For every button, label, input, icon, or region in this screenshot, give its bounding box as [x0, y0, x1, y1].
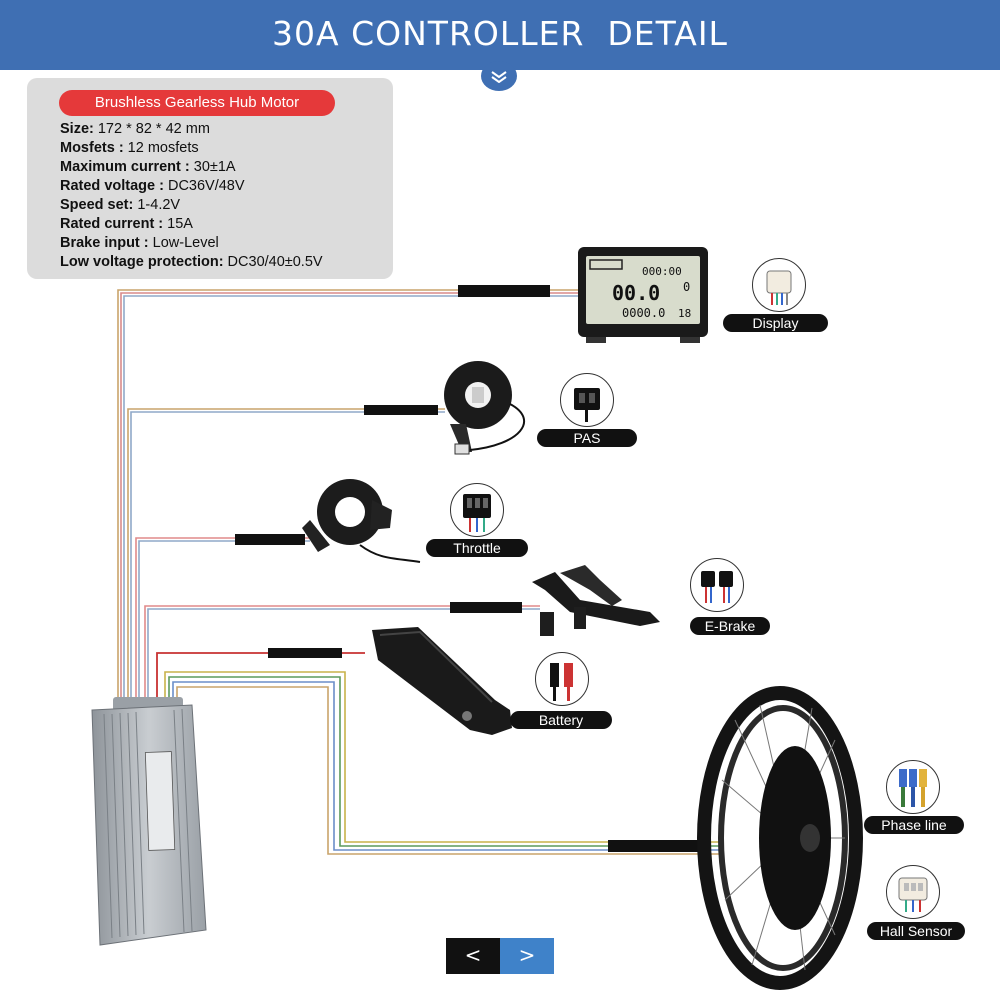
ebrake-lever	[532, 565, 660, 636]
battery-label: Battery	[510, 711, 612, 729]
ebrake-connector-icon	[690, 558, 744, 612]
throttle-label: Throttle	[426, 539, 528, 557]
lcd-display: 000:00 00.0 0 0000.0 18	[578, 247, 708, 343]
lcd-speed: 00.0	[612, 281, 660, 305]
header-bar	[0, 0, 1000, 70]
hall-sensor-label: Hall Sensor	[867, 922, 965, 940]
battery-pack	[372, 627, 512, 735]
spec-panel: Brushless Gearless Hub Motor Size: 172 *…	[27, 78, 393, 279]
spec-row-mosfets: Mosfets : 12 mosfets	[60, 140, 199, 156]
display-connector-icon	[752, 258, 806, 312]
ebrake-label: E-Brake	[690, 617, 770, 635]
spec-row-speed-set: Speed set: 1-4.2V	[60, 197, 181, 213]
display-label: Display	[723, 314, 828, 332]
spec-row-rated-voltage: Rated voltage : DC36V/48V	[60, 178, 245, 194]
ebrake-wire	[144, 602, 540, 705]
battery-connector-icon	[535, 652, 589, 706]
chevron-down-icon[interactable]	[481, 61, 517, 91]
lcd-time: 000:00	[642, 265, 682, 278]
pas-sensor	[444, 361, 525, 455]
phase-line-connector-icon	[886, 760, 940, 814]
spec-badge: Brushless Gearless Hub Motor	[59, 90, 335, 116]
display-wire	[117, 285, 578, 705]
throttle-wire	[135, 534, 310, 705]
motor-wire	[164, 671, 720, 855]
battery-wire	[156, 648, 365, 705]
pas-label: PAS	[537, 429, 637, 447]
spec-row-rated-current: Rated current : 15A	[60, 216, 193, 232]
controller-box	[91, 697, 207, 946]
hub-motor-wheel	[697, 686, 863, 990]
throttle-part	[302, 479, 421, 563]
lcd-odo: 0000.0	[622, 306, 665, 320]
pas-wire	[127, 405, 445, 705]
throttle-connector-icon	[450, 483, 504, 537]
prev-button[interactable]: <	[446, 938, 500, 974]
phase-line-label: Phase line	[864, 816, 964, 834]
spec-row-max-current: Maximum current : 30±1A	[60, 159, 236, 175]
spec-row-size: Size: 172 * 82 * 42 mm	[60, 121, 210, 137]
hall-sensor-connector-icon	[886, 865, 940, 919]
next-button[interactable]: >	[500, 938, 554, 974]
spec-row-low-voltage: Low voltage protection: DC30/40±0.5V	[60, 254, 323, 270]
lcd-assist: 18	[678, 307, 691, 320]
pas-connector-icon	[560, 373, 614, 427]
spec-row-brake-input: Brake input : Low-Level	[60, 235, 219, 251]
page-title: 30A CONTROLLER DETAIL	[272, 14, 728, 53]
lcd-level: 0	[683, 280, 690, 294]
